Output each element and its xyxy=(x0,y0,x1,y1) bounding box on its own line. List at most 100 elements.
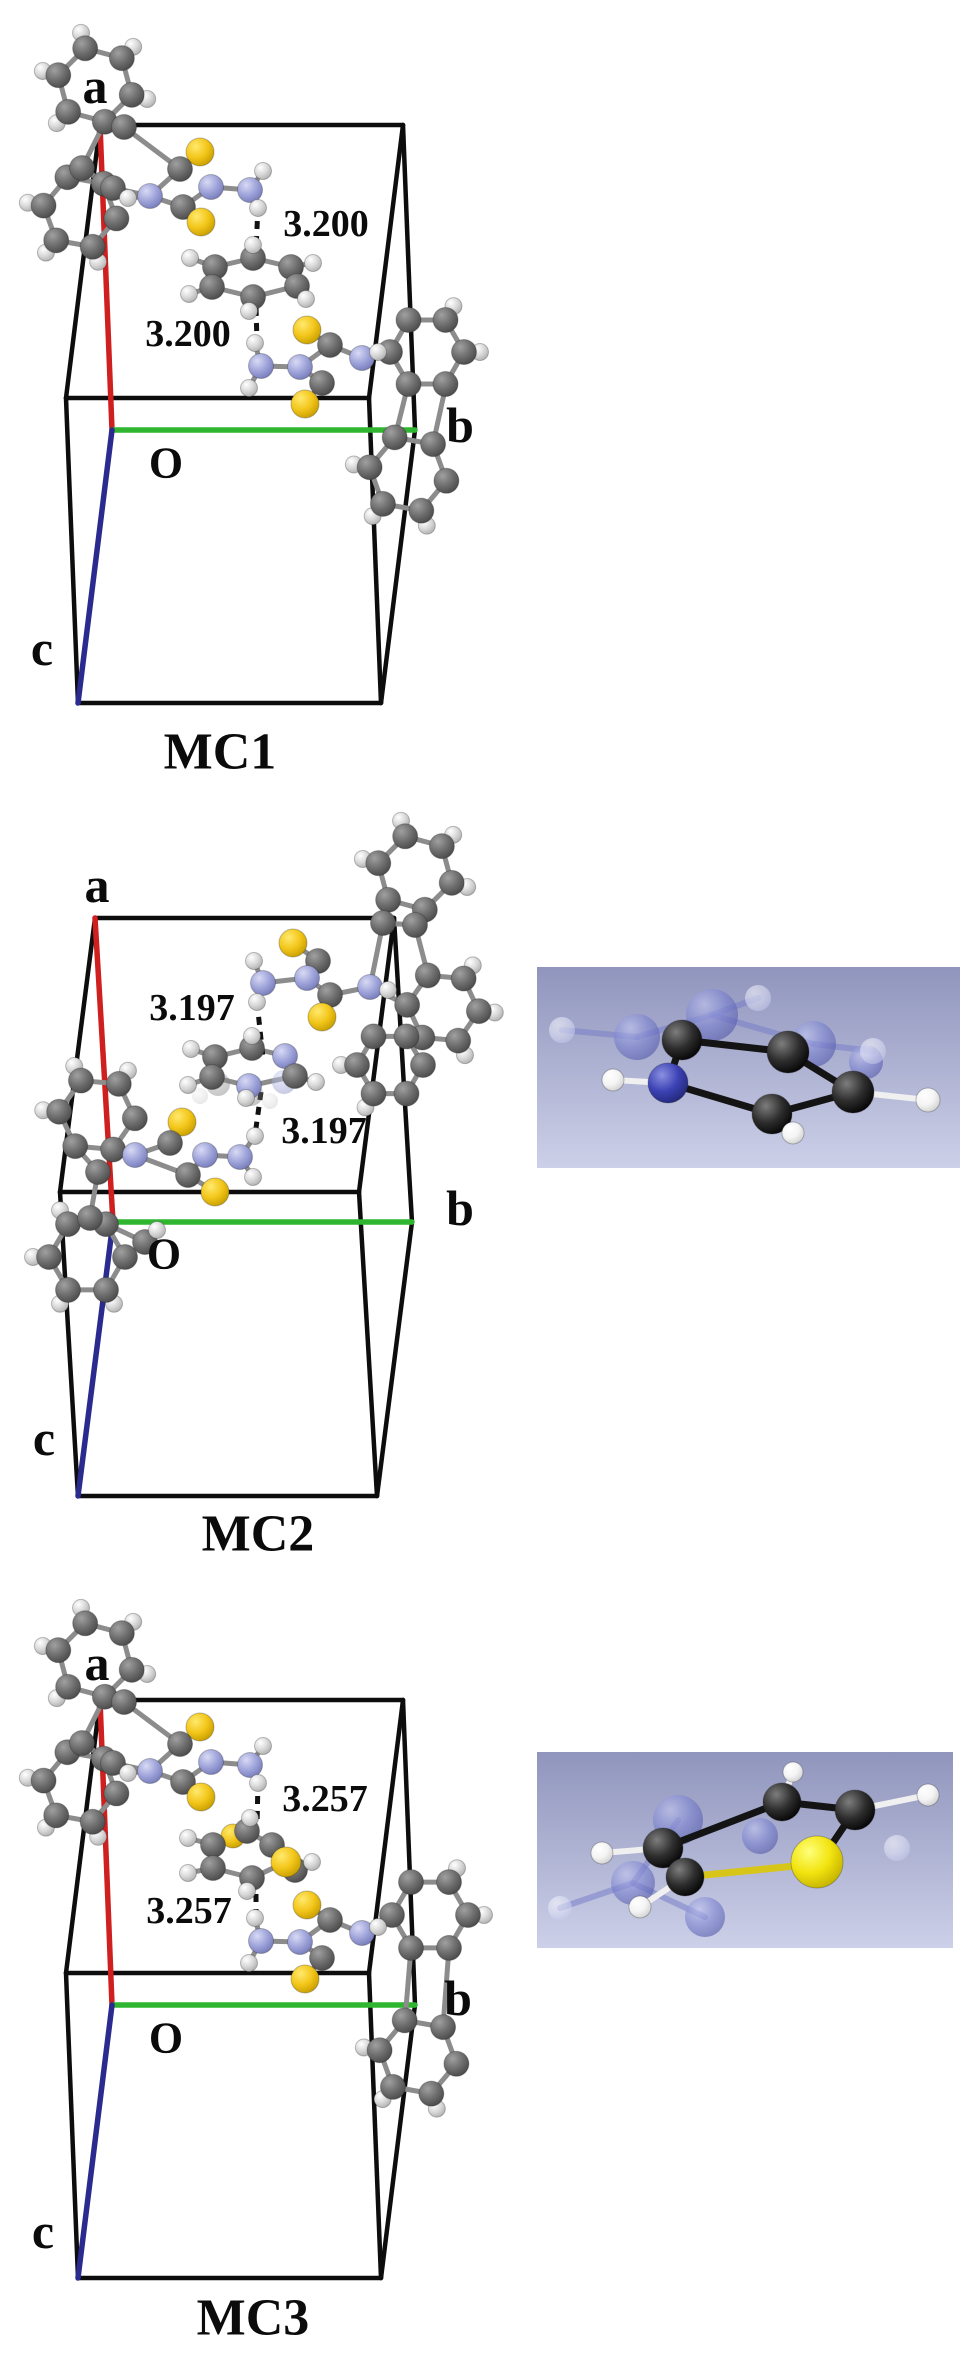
sulfur-atom xyxy=(186,1782,216,1812)
hydrogen-atom xyxy=(248,993,266,1011)
sulfur-atom xyxy=(292,315,322,345)
ghost-hydrogen-atom xyxy=(192,1088,208,1104)
caption-MC3: MC3 xyxy=(197,2290,310,2347)
carbon-atom xyxy=(344,1052,370,1078)
hydrogen-atom xyxy=(119,1764,137,1782)
hydrogen-atom xyxy=(246,1127,264,1145)
carbon-atom xyxy=(379,1902,405,1928)
hydrogen-atom xyxy=(249,199,267,217)
axis-label-O: O xyxy=(149,439,183,488)
carbon-atom xyxy=(661,1019,703,1061)
hydrogen-atom xyxy=(254,1737,272,1755)
hydrogen-atom xyxy=(254,162,272,180)
unit-cell-edge xyxy=(63,1697,103,1976)
carbon-atom xyxy=(55,1673,82,1700)
carbon-atom xyxy=(394,991,421,1018)
nitrogen-atom xyxy=(294,965,320,991)
carbon-atom xyxy=(392,823,419,850)
nitrogen-atom xyxy=(198,1749,224,1775)
hydrogen-atom xyxy=(307,1073,325,1091)
carbon-atom xyxy=(369,490,396,517)
sulfur-atom xyxy=(278,928,308,958)
carbon-atom xyxy=(356,454,383,481)
hydrogen-atom xyxy=(240,379,258,397)
ghost-atom xyxy=(742,1818,778,1854)
hydrogen-atom xyxy=(304,254,322,272)
unit-cell-edge xyxy=(63,1970,81,2281)
inset-overlay-MC3 xyxy=(537,1752,953,1948)
distance-label: 3.197 xyxy=(281,1110,367,1152)
bond xyxy=(659,1798,786,1852)
carbon-atom xyxy=(360,1023,387,1050)
hydrogen-atom xyxy=(245,952,263,970)
hydrogen-atom xyxy=(182,1040,200,1058)
carbon-atom xyxy=(72,35,99,62)
hydrogen-atom xyxy=(243,1027,261,1045)
carbon-atom xyxy=(751,1093,793,1135)
carbon-atom xyxy=(365,850,392,877)
sulfur-atom xyxy=(270,1846,302,1878)
carbon-atom xyxy=(79,1808,106,1835)
carbon-atom xyxy=(395,306,422,333)
hydrogen-atom xyxy=(179,1829,197,1847)
carbon-atom xyxy=(118,81,145,108)
hydrogen-atom xyxy=(590,1841,614,1865)
carbon-atom xyxy=(436,1869,462,1896)
carbon-atom xyxy=(111,114,137,140)
carbon-atom xyxy=(317,332,343,358)
hydrogen-atom xyxy=(369,343,387,361)
carbon-atom xyxy=(30,1767,57,1794)
carbon-atom xyxy=(398,1869,424,1896)
distance-label: 3.197 xyxy=(149,987,235,1029)
carbon-atom xyxy=(103,1780,130,1807)
hydrogen-atom xyxy=(241,1809,259,1827)
axis-label-b: b xyxy=(446,397,474,453)
hydrogen-atom xyxy=(180,285,198,303)
carbon-atom xyxy=(391,2007,418,2034)
carbon-atom xyxy=(170,194,196,220)
carbon-atom xyxy=(167,156,193,182)
carbon-atom xyxy=(665,1857,705,1897)
axis-label-c: c xyxy=(32,2203,54,2259)
hydrogen-atom xyxy=(237,1089,255,1107)
distance-label: 3.200 xyxy=(145,313,231,355)
hydrogen-atom xyxy=(179,1864,197,1882)
unit-cell-edge xyxy=(356,1189,380,1499)
carbon-atom xyxy=(199,274,225,300)
carbon-atom xyxy=(432,306,459,333)
carbon-atom xyxy=(55,1211,81,1238)
nitrogen-atom xyxy=(287,354,313,380)
carbon-atom xyxy=(121,1105,148,1132)
carbon-atom xyxy=(43,1802,70,1829)
unit-cell-edge xyxy=(366,395,384,706)
hydrogen-atom xyxy=(297,290,315,308)
carbon-atom xyxy=(408,497,435,524)
carbon-atom xyxy=(157,1130,183,1156)
nitrogen-atom xyxy=(237,1752,263,1778)
carbon-atom xyxy=(430,2014,457,2041)
sulfur-atom xyxy=(290,389,320,419)
carbon-atom xyxy=(642,1827,684,1869)
hydrogen-atom xyxy=(240,302,258,320)
c-axis xyxy=(75,2002,115,2281)
carbon-atom xyxy=(834,1789,876,1831)
carbon-atom xyxy=(379,2073,406,2100)
hydrogen-atom xyxy=(601,1068,625,1092)
nitrogen-atom xyxy=(237,177,263,203)
carbon-atom xyxy=(420,431,447,458)
carbon-atom xyxy=(360,1080,387,1107)
carbon-atom xyxy=(36,1244,62,1270)
axis-label-b: b xyxy=(446,1180,474,1236)
c-axis xyxy=(75,1219,116,1499)
carbon-atom xyxy=(200,1832,226,1858)
nitrogen-atom xyxy=(198,174,224,200)
unit-cell-edge xyxy=(63,395,81,706)
carbon-atom xyxy=(45,1637,72,1664)
carbon-atom xyxy=(450,965,477,992)
carbon-atom xyxy=(55,98,82,125)
ghost-atom xyxy=(686,989,738,1041)
carbon-atom xyxy=(170,1769,196,1795)
carbon-atom xyxy=(443,2050,470,2077)
unit-cell-edge xyxy=(374,1219,415,1499)
hydrogen-atom xyxy=(628,1895,652,1919)
